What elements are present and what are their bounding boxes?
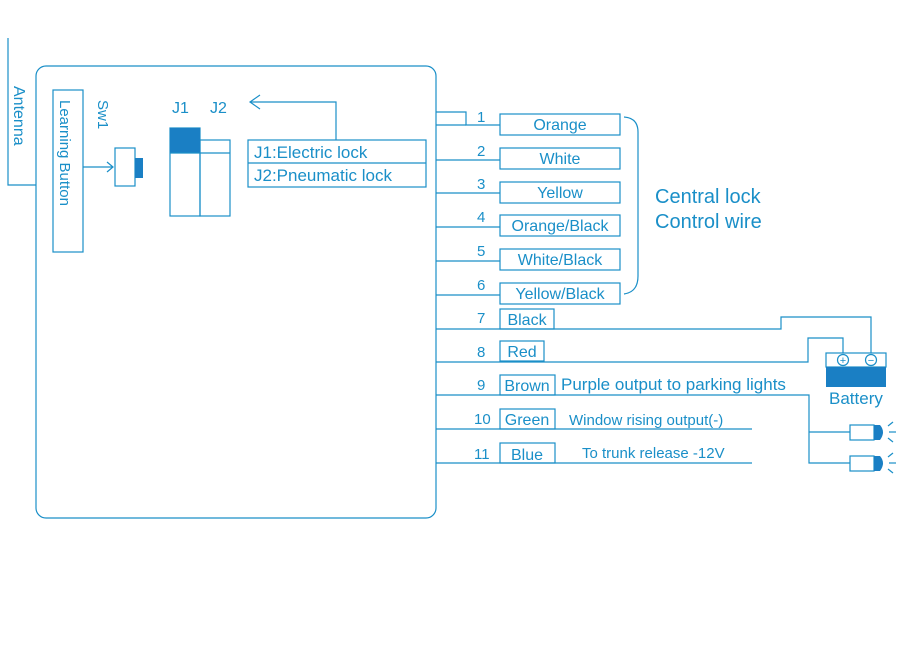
central-lock-label-2: Control wire [655,211,762,233]
battery-label: Battery [829,389,883,408]
wire-box-2 [499,147,621,170]
lamp-1 [849,421,896,443]
wire-box-3 [499,181,621,204]
wire-color-1: Orange [533,117,586,134]
wire-box-4 [499,214,621,237]
battery-minus-sign: − [868,355,874,367]
battery-minus-terminal [864,353,878,367]
wire-color-7: Black [507,312,547,329]
wire-num-7: 7 [477,310,485,327]
central-lock-label-1: Central lock [655,186,762,208]
antenna-wire [7,38,36,186]
wire-num-2: 2 [477,143,485,160]
wire-color-4: Orange/Black [512,218,610,235]
j2-label: J2 [210,100,227,117]
wire-num-1: 1 [477,109,485,126]
sw1-switch-button [135,158,143,178]
learning-arrow-head [106,161,114,173]
battery-body [826,367,886,387]
wire-box-6 [499,282,621,305]
purple-output-label: Purple output to parking lights [561,375,786,394]
wire-color-11: Blue [511,447,543,464]
central-lock-bracket [623,116,639,295]
jumper-desc-2: J2:Pneumatic lock [254,166,392,185]
wire-box-8 [499,340,545,362]
antenna-label: Antenna [10,86,27,146]
battery-plus-sign: + [840,355,846,367]
jumper-j2 [199,139,231,217]
wire-color-2: White [540,151,581,168]
wire-color-5: White/Black [518,252,603,269]
sw1-switch-body [114,147,136,187]
battery-plus-terminal [836,353,850,367]
wire-color-3: Yellow [537,185,583,202]
wire-box-5 [499,248,621,271]
trunk-output-label: To trunk release -12V [582,445,725,462]
wire-line-9 [436,394,850,464]
learning-button-box [52,89,84,253]
jumper-arrow-line [250,101,337,140]
wire-num-10: 10 [474,411,491,428]
wire-line-8 [436,337,844,363]
jumper-arrow-head [248,94,261,110]
learning-button-label: Learning Button [56,100,73,206]
wire-color-6: Yellow/Black [515,286,605,303]
wire-color-10: Green [505,412,549,429]
window-output-label: Window rising output(-) [569,412,723,429]
control-unit-box [35,65,437,519]
wire-color-8: Red [507,344,536,361]
wire-line-7 [436,316,872,353]
wire-num-5: 5 [477,243,485,260]
wire-color-9: Brown [504,378,549,395]
sw1-label: Sw1 [94,100,111,129]
wire-box-1 [499,113,621,136]
jumper-desc-1: J1:Electric lock [254,143,368,162]
wire-num-4: 4 [477,209,485,226]
wire-num-11: 11 [474,446,490,463]
jumper-j1-cap [170,128,200,153]
wire-line-1 [436,111,500,126]
wire-num-9: 9 [477,377,485,394]
lamp-2 [849,452,896,474]
wire-num-8: 8 [477,344,485,361]
wire-num-6: 6 [477,277,485,294]
j1-label: J1 [172,100,189,117]
wire-num-3: 3 [477,176,485,193]
